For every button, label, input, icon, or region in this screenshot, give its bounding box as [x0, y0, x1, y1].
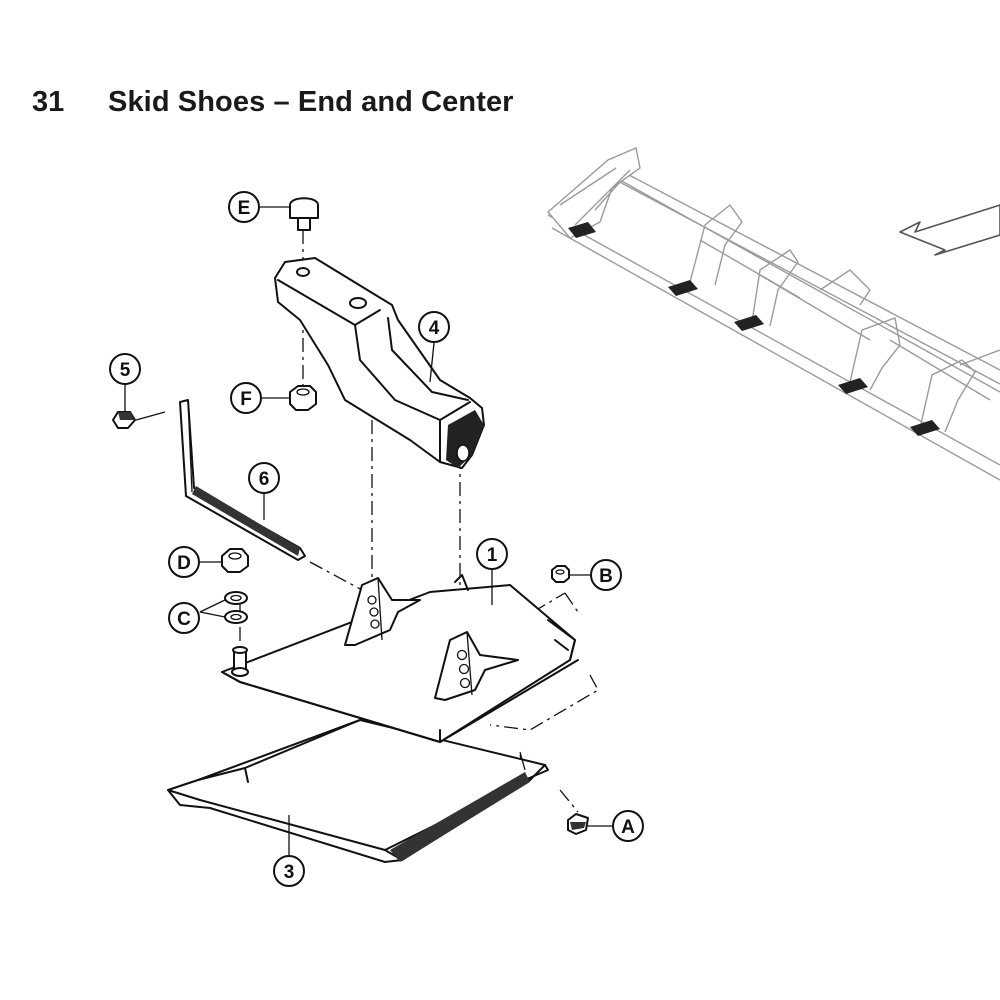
svg-text:C: C	[177, 609, 191, 630]
hw-B-nut	[551, 565, 570, 583]
svg-text:6: 6	[259, 469, 270, 490]
svg-text:A: A	[621, 817, 635, 838]
section-number: 31	[32, 85, 65, 118]
svg-text:3: 3	[284, 862, 295, 883]
svg-text:1: 1	[487, 545, 498, 566]
callout-1: 1	[476, 538, 508, 570]
section-title: Skid Shoes – End and Center	[108, 85, 514, 118]
callout-3: 3	[273, 855, 305, 887]
part-1-mount-plate	[221, 574, 579, 743]
part-6-rod	[179, 399, 306, 561]
hw-A-bolt	[567, 813, 589, 835]
part-3-skid-shoe	[167, 719, 549, 863]
part-5-pin	[112, 411, 166, 429]
callout-E: E	[228, 191, 260, 223]
svg-text:4: 4	[429, 318, 440, 339]
svg-text:E: E	[238, 198, 251, 219]
callout-4: 4	[418, 311, 450, 343]
svg-text:5: 5	[120, 360, 131, 381]
callout-C: C	[168, 602, 200, 634]
hw-E-bolt	[289, 197, 319, 231]
svg-text:B: B	[599, 566, 613, 587]
direction-arrow-icon	[899, 204, 1000, 256]
callout-5: 5	[109, 353, 141, 385]
callout-F: F	[230, 382, 262, 414]
hw-C-washers	[224, 591, 248, 624]
callout-B: B	[590, 559, 622, 591]
callout-A: A	[612, 810, 644, 842]
header-frame-overview	[547, 147, 1000, 481]
callout-D: D	[168, 546, 200, 578]
svg-text:F: F	[240, 389, 252, 410]
part-4-bracket	[274, 257, 485, 469]
hw-F-nut	[289, 385, 317, 411]
hw-D-nut	[221, 548, 249, 573]
section-header: 31 Skid Shoes – End and Center	[32, 80, 514, 124]
callout-6: 6	[248, 462, 280, 494]
svg-text:D: D	[177, 553, 191, 574]
